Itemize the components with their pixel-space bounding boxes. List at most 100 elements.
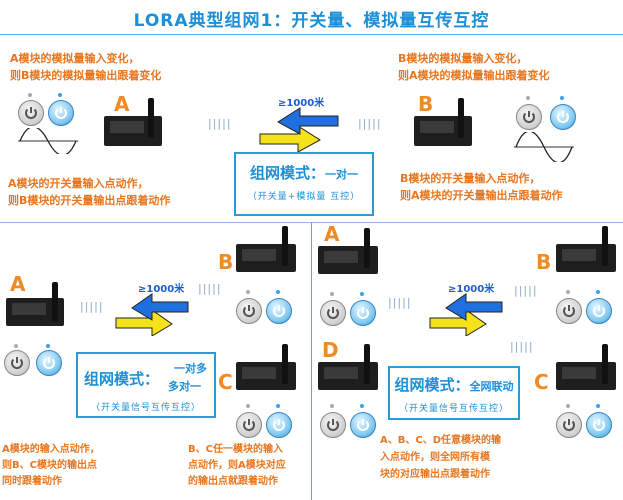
switch-button-off — [236, 298, 262, 324]
module-label-a: A — [114, 92, 130, 116]
antenna-icon — [602, 344, 608, 384]
analog-wave-icon — [514, 132, 574, 162]
switch-button-off — [320, 300, 346, 326]
distance-label: ≥1000米 — [138, 284, 185, 295]
module-label-b: B — [536, 250, 552, 274]
module-label-b: B — [418, 92, 434, 116]
module-label-d: D — [322, 338, 339, 362]
indicator-led — [596, 290, 600, 294]
switch-button-off — [18, 100, 44, 126]
distance-label: ≥1000米 — [448, 284, 495, 295]
mode-value: 全网联动 — [469, 380, 514, 393]
antenna-icon — [282, 226, 288, 266]
mode-subtitle: （开关量信号互传互控） — [90, 403, 201, 413]
module-panel — [12, 303, 46, 315]
module-label-a: A — [10, 272, 26, 296]
switch-button-off — [516, 104, 542, 130]
signal-waves-icon: ||||| — [208, 117, 232, 130]
mode-box-one-to-one: 组网模式：一对一 （开关量+模拟量 互控） — [234, 152, 374, 216]
bidirectional-arrow-icon — [429, 293, 503, 336]
indicator-led — [330, 404, 334, 408]
module-panel — [324, 367, 358, 379]
note-module-a: A模块的输入点动作，则B、C模块的输出点同时跟着动作 — [2, 444, 100, 487]
indicator-led — [58, 93, 62, 97]
mode-value-2: 多对一 — [168, 380, 201, 393]
switch-button-on — [586, 298, 612, 324]
signal-waves-icon: ||||| — [198, 282, 222, 295]
indicator-led — [566, 290, 570, 294]
indicator-led — [330, 292, 334, 296]
switch-button-on — [48, 100, 74, 126]
antenna-icon — [364, 228, 370, 268]
antenna-icon — [282, 344, 288, 384]
indicator-led — [596, 404, 600, 408]
mode-title: 组网模式： — [249, 164, 325, 182]
antenna-icon — [458, 98, 464, 138]
module-label-b: B — [218, 250, 234, 274]
mode-value-1: 一对多 — [174, 362, 207, 375]
mode-value: 一对一 — [325, 168, 358, 181]
mode-box-full-network: 组网模式：全网联动 （开关量信号互传互控） — [388, 366, 520, 420]
indicator-led — [276, 290, 280, 294]
switch-button-on — [550, 104, 576, 130]
column-divider — [311, 222, 312, 500]
note-bottom-left: A模块的开关量输入点动作，则B模块的开关量输出点跟着动作 — [8, 177, 171, 207]
distance-label: ≥1000米 — [278, 98, 325, 109]
switch-button-off — [236, 412, 262, 438]
mode-title: 组网模式： — [84, 370, 160, 388]
indicator-led — [566, 404, 570, 408]
module-panel — [420, 121, 454, 133]
switch-button-off — [320, 412, 346, 438]
signal-waves-icon: ||||| — [358, 117, 382, 130]
module-label-c: C — [534, 370, 549, 394]
module-panel — [562, 367, 596, 379]
module-panel — [562, 249, 596, 261]
switch-button-on — [266, 298, 292, 324]
signal-waves-icon: ||||| — [510, 340, 534, 353]
module-panel — [110, 121, 144, 133]
signal-waves-icon: ||||| — [388, 296, 412, 309]
switch-button-on — [36, 350, 62, 376]
analog-wave-icon — [18, 128, 78, 154]
switch-button-on — [586, 412, 612, 438]
switch-button-on — [266, 412, 292, 438]
module-panel — [242, 367, 276, 379]
antenna-icon — [364, 344, 370, 384]
indicator-led — [14, 344, 18, 348]
mode-title: 组网模式： — [394, 376, 470, 394]
mode-box-one-to-many: 组网模式： 一对多 多对一 （开关量信号互传互控） — [76, 352, 216, 418]
note-bottom-right: B模块的开关量输入点动作，则A模块的开关量输出点跟着动作 — [400, 172, 563, 202]
module-panel — [324, 251, 358, 263]
switch-button-off — [556, 412, 582, 438]
indicator-led — [360, 404, 364, 408]
indicator-led — [246, 404, 250, 408]
note-full-network: A、B、C、D任意模块的输入点动作，则全网所有模块的对应输出点跟着动作 — [380, 435, 502, 480]
mode-subtitle: （开关量+模拟量 互控） — [247, 192, 361, 202]
module-label-a: A — [324, 222, 340, 246]
module-panel — [242, 249, 276, 261]
page-title: LORA典型组网1：开关量、模拟量互传互控 — [133, 11, 490, 31]
indicator-led — [560, 96, 564, 100]
bidirectional-arrow-icon — [259, 107, 339, 152]
indicator-led — [526, 96, 530, 100]
antenna-icon — [148, 98, 154, 138]
signal-waves-icon: ||||| — [80, 300, 104, 313]
indicator-led — [28, 93, 32, 97]
antenna-icon — [602, 226, 608, 266]
module-label-c: C — [218, 370, 233, 394]
switch-button-on — [350, 300, 376, 326]
note-top-right: B模块的模拟量输入变化，则A模块的模拟量输出跟着变化 — [398, 52, 550, 82]
title-divider — [0, 34, 623, 35]
mode-subtitle: （开关量信号互传互控） — [398, 404, 509, 414]
note-module-bc: B、C任一模块的输入点动作，则A模块对应的输出点就跟着动作 — [188, 444, 286, 487]
indicator-led — [360, 292, 364, 296]
bidirectional-arrow-icon — [115, 293, 189, 336]
signal-waves-icon: ||||| — [514, 284, 538, 297]
antenna-icon — [52, 282, 58, 322]
switch-button-off — [556, 298, 582, 324]
switch-button-off — [4, 350, 30, 376]
switch-button-on — [350, 412, 376, 438]
indicator-led — [276, 404, 280, 408]
indicator-led — [246, 290, 250, 294]
indicator-led — [46, 344, 50, 348]
